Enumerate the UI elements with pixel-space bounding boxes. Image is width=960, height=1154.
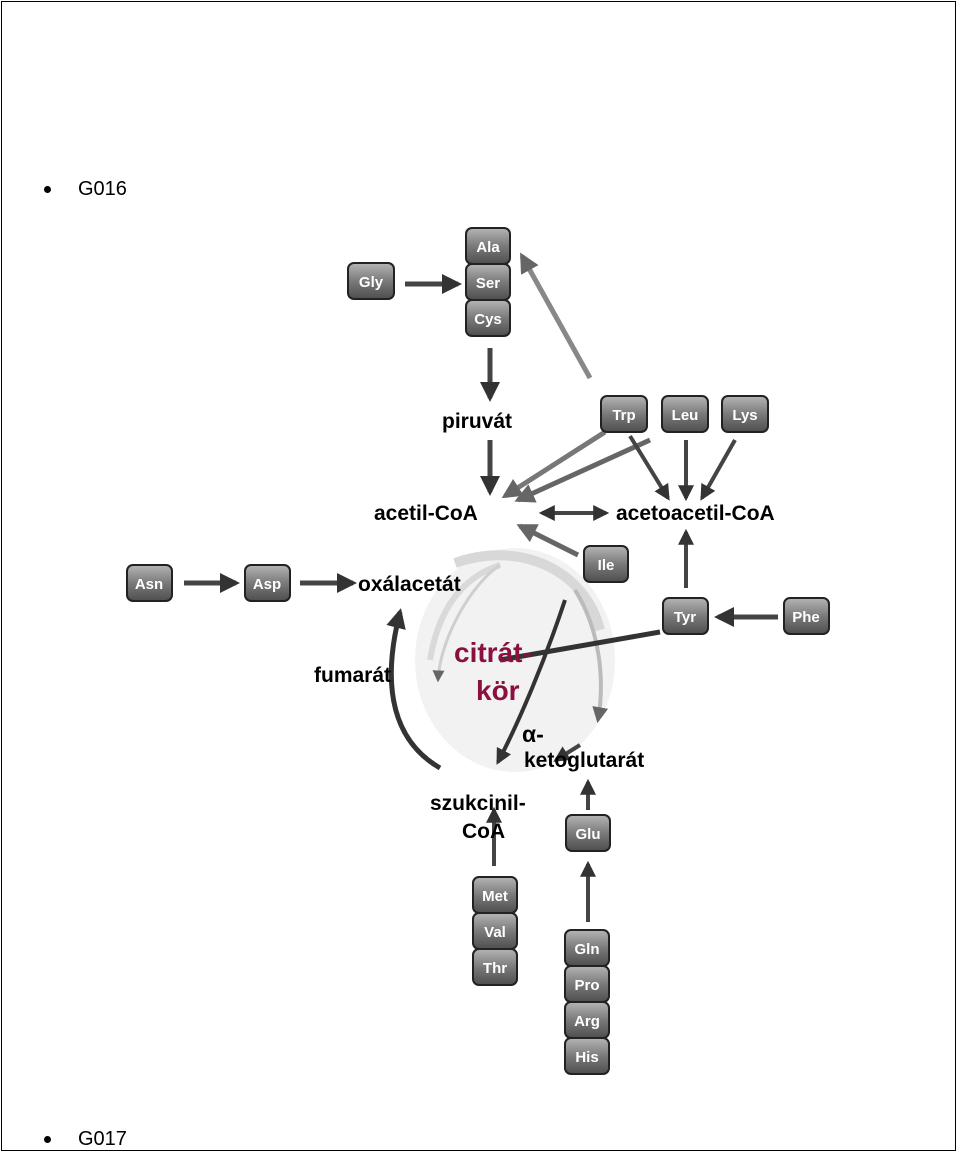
svg-text:Lys: Lys [732, 407, 757, 424]
box-arg: Arg [564, 1001, 610, 1039]
arrow-leu-to-acetil [514, 437, 652, 503]
arrow-ketoglutarat-to-szukcinil-short [553, 743, 582, 762]
box-gly: Gly [347, 262, 395, 300]
bullet-dot [44, 1136, 51, 1143]
box-his: His [564, 1037, 610, 1075]
box-phe: Phe [783, 597, 830, 635]
box-gln: Gln [564, 929, 610, 967]
label-acetil-coa: acetil-CoA [374, 502, 478, 525]
label-citrat: citrát- [454, 637, 532, 668]
box-leu: Leu [661, 395, 709, 433]
box-ile: Ile [583, 545, 629, 583]
box-glu: Glu [565, 814, 611, 852]
arrow-cycle-inner [432, 563, 501, 683]
svg-text:Val: Val [484, 924, 506, 941]
svg-text:Thr: Thr [483, 960, 507, 977]
svg-text:Trp: Trp [612, 407, 635, 424]
label-coa: CoA [462, 820, 505, 843]
bullet-text-bottom: G017 [78, 1128, 127, 1150]
bullet-text-top: G016 [78, 178, 127, 200]
amino-acid-boxes: Ala Ser Cys Gly Trp Leu Lys Ile Asn Asp … [126, 227, 830, 1075]
box-ala: Ala [465, 227, 511, 265]
svg-text:Cys: Cys [474, 311, 502, 328]
svg-text:Met: Met [482, 888, 508, 905]
arrow-tyr-to-fumarat [499, 629, 661, 663]
label-kor: kör [476, 675, 520, 706]
arrow-szukcinil-to-fumarat [386, 608, 442, 771]
arrow-trp-to-ala [519, 252, 593, 380]
cycle-arrows [386, 563, 661, 771]
svg-text:Arg: Arg [574, 1013, 600, 1030]
svg-text:Ala: Ala [476, 239, 500, 256]
svg-text:Glu: Glu [576, 826, 601, 843]
svg-text:Gln: Gln [575, 941, 600, 958]
bullet-item-g017: G017 [44, 1128, 127, 1151]
arrow-trp-to-acetoacetil [628, 434, 670, 501]
bullet-dot [44, 186, 51, 193]
label-alpha: α- [522, 721, 544, 747]
box-asn: Asn [126, 564, 173, 602]
svg-text:Phe: Phe [792, 609, 820, 626]
svg-text:Ile: Ile [598, 557, 615, 574]
label-szukcinil: szukcinil- [430, 792, 526, 815]
svg-text:His: His [575, 1049, 598, 1066]
svg-text:Asp: Asp [253, 576, 281, 593]
box-asp: Asp [244, 564, 291, 602]
arrow-trp-to-acetil [501, 429, 607, 499]
box-pro: Pro [564, 965, 610, 1003]
box-trp: Trp [600, 395, 648, 433]
label-acetoacetil-coa: acetoacetil-CoA [616, 502, 775, 525]
box-tyr: Tyr [662, 597, 709, 635]
arrow-citrat-to-ketoglutarat [573, 588, 609, 724]
arrow-ketoglutarat-to-szukcinil [496, 599, 567, 765]
svg-text:Gly: Gly [359, 274, 384, 291]
box-cys: Cys [465, 299, 511, 337]
box-ser: Ser [465, 263, 511, 301]
arrow-ile-to-acetil [516, 523, 580, 558]
bullet-item-g016: G016 [44, 178, 127, 201]
svg-text:Pro: Pro [574, 977, 599, 994]
label-piruvat: piruvát [442, 410, 512, 433]
label-fumarat: fumarát [314, 664, 391, 687]
label-ketoglutarat: ketoglutarát [524, 749, 644, 772]
box-met: Met [472, 876, 518, 914]
label-oxalacetat: oxálacetát [358, 573, 461, 596]
svg-text:Leu: Leu [672, 407, 699, 424]
box-lys: Lys [721, 395, 769, 433]
svg-text:Ser: Ser [476, 275, 500, 292]
arrow-lys-to-acetoacetil [700, 439, 737, 501]
box-thr: Thr [472, 948, 518, 986]
svg-text:Tyr: Tyr [674, 609, 696, 626]
metabolite-labels: piruvát acetil-CoA acetoacetil-CoA oxála… [314, 410, 775, 843]
pathway-arrows [184, 252, 778, 922]
box-val: Val [472, 912, 518, 950]
svg-text:Asn: Asn [135, 576, 163, 593]
